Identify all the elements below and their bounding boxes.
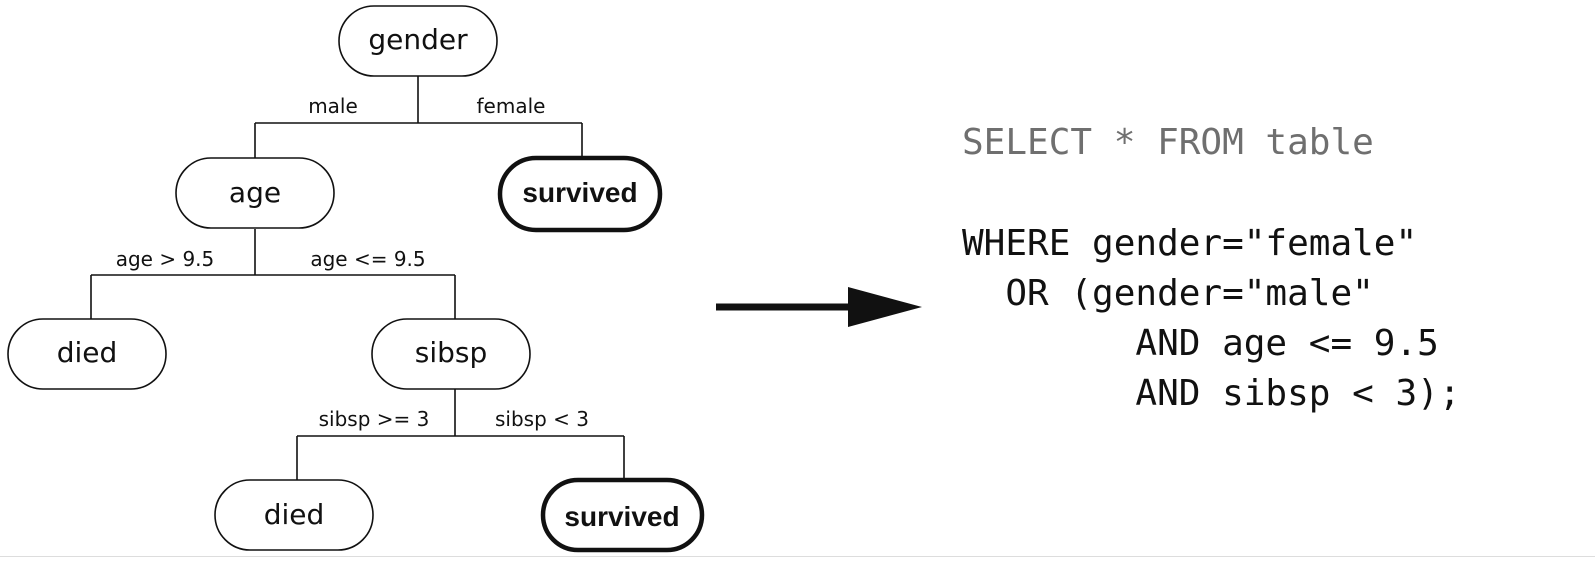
- sql-where-line: WHERE gender="female": [962, 223, 1418, 264]
- node-gender-label: gender: [368, 23, 468, 56]
- edge-label-sibsp-lt: sibsp < 3: [495, 407, 589, 431]
- edge-label-sibsp-ge: sibsp >= 3: [319, 407, 430, 431]
- arrow-right-icon: [716, 287, 922, 327]
- sql-and-sibsp-line: AND sibsp < 3);: [962, 373, 1461, 414]
- leaf-survived-2-label: survived: [564, 501, 679, 532]
- leaf-died-1-label: died: [57, 336, 118, 369]
- edge-label-age-le: age <= 9.5: [310, 247, 425, 271]
- connector-sibsp: [296, 389, 625, 480]
- edge-label-female: female: [477, 94, 546, 118]
- sql-where-block: WHERE gender="female" OR (gender="male" …: [962, 219, 1461, 419]
- edge-label-male: male: [308, 94, 358, 118]
- tree-connectors: [90, 76, 625, 480]
- sql-and-age-line: AND age <= 9.5: [962, 323, 1439, 364]
- leaf-died-1: died: [7, 318, 167, 390]
- leaf-died-2-label: died: [264, 498, 325, 531]
- sql-select-line: SELECT * FROM table: [962, 122, 1374, 163]
- leaf-died-2: died: [214, 479, 374, 551]
- leaf-survived-1: survived: [497, 155, 663, 233]
- bottom-divider: [0, 556, 1595, 557]
- leaf-survived-1-label: survived: [522, 177, 637, 208]
- node-sibsp-label: sibsp: [415, 336, 488, 369]
- node-gender: gender: [338, 5, 498, 77]
- node-age-label: age: [229, 176, 281, 209]
- node-age: age: [175, 157, 335, 229]
- node-sibsp: sibsp: [371, 318, 531, 390]
- leaf-survived-2: survived: [540, 477, 705, 553]
- connector-age: [90, 229, 456, 319]
- edge-label-age-gt: age > 9.5: [116, 247, 215, 271]
- sql-or-line: OR (gender="male": [962, 273, 1374, 314]
- connector-gender: [254, 76, 583, 158]
